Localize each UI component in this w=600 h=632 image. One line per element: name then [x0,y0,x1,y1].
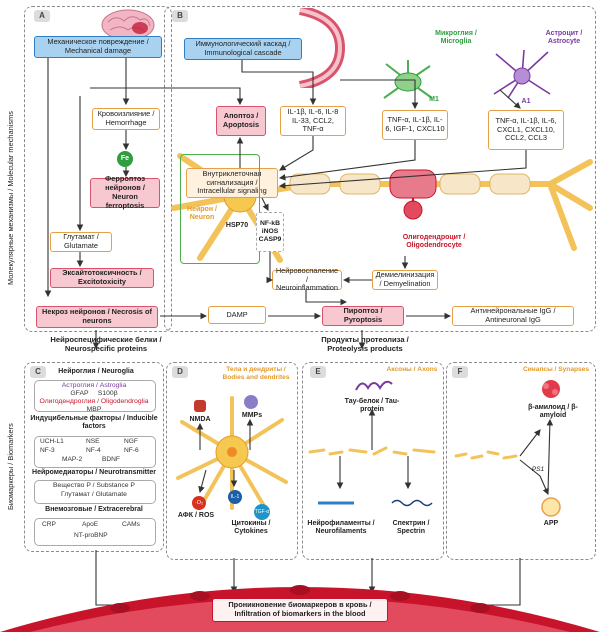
oligodendroglia-label: Олигодендроглия / Oligodendroglia [39,398,149,405]
neuroglia-title: Нейроглия / Neuroglia [58,368,134,375]
mmp-icon [244,395,258,409]
ros-label: АФК / ROS [177,512,215,519]
panel-c-label: C [30,366,46,378]
neurotransmitter-group [34,480,156,504]
inducible-title: Индуцибельные факторы / Inducible factor… [30,415,158,431]
axon-fragments-image [308,446,436,456]
necrosis-box: Некроз нейронов / Necrosis of neurons [36,306,158,328]
ind-item-ngf: NGF [124,438,138,445]
ind-item-nse: NSE [86,438,100,445]
immunological-cascade-box: Иммунологический каскад / Immunological … [184,38,302,60]
hsp70-label: HSP70 [225,222,249,229]
blood-infiltration-box: Проникновение биомаркеров в кровь / Infi… [212,598,388,622]
hemorrhage-box: Кровоизлияние / Hemorrhage [92,108,160,130]
astroglia-label: Астроглия / Astroglia [61,382,127,389]
apoptosis-box: Апоптоз / Apoptosis [216,106,266,136]
panel-e [302,362,444,560]
neuron-green-outline [180,154,260,264]
brain-image [101,9,155,41]
panel-d [166,362,298,560]
neuron-label: Нейрон / Neuron [187,206,217,222]
spectrin-label: Спектрин / Spectrin [392,520,430,536]
ind-item-bdnf: BDNF [102,456,120,463]
panel-a-label: A [34,10,50,22]
oligodendroglia-items: MBP [86,406,102,413]
ext-item-apoe: ApoE [82,521,99,528]
neuroinflammation-box: Нейровоспаление / Neuroinflammation [272,266,342,292]
connector-arrows-top [44,58,527,350]
panel-f [446,362,596,560]
ind-item-map2: MAP-2 [62,456,83,463]
glutamate-box: Глутамат / Glutamate [50,232,112,252]
extracerebral-title: Внемозговые / Extracerebral [45,506,143,513]
synapse-fragments-image [454,450,518,460]
axons-label: Аксоны / Axons [386,366,438,373]
panel-c [24,362,164,552]
panel-b-label: B [172,10,188,22]
o2-icon: ·O₂ [192,496,206,510]
pyroptosis-box: Пироптоз / Pyroptosis [322,306,404,326]
antineuronal-igg-box: Антинейрональные IgG / Antineuronal IgG [452,306,574,326]
neuron-body-image [176,396,288,510]
cytokines-box-3: TNF-α, IL-1β, IL-6, CXCL1, CXCL10, CCL2,… [488,110,564,150]
damp-box: DAMP [208,306,266,324]
ext-item-crp: CRP [42,521,56,528]
ind-item-nf4: NF-4 [86,447,101,454]
microglia-label: Микроглия / Microglia [435,30,477,46]
oligodendrocyte-label: Олигодендроцит / Oligodendrocyte [402,234,466,250]
intracellular-signaling-box: Внутриклеточная сигнализация / Intracell… [186,168,278,198]
app-label: APP [543,520,559,527]
il1-icon: IL-1 [228,490,242,504]
neurotransmitter-title: Нейромедиаторы / Neurotransmitter [32,469,156,476]
ind-item-nf6: NF-6 [124,447,139,454]
ind-item-uchl1: UCH-L1 [40,438,64,445]
astroglia-items: GFAP S100β [70,390,118,397]
astrocyte-image [493,49,551,99]
excitotoxicity-box: Эксайтотоксичность / Excitotoxicity [50,268,154,288]
nmda-label: NMDA [189,416,211,423]
mmp-label: MMPs [241,412,263,419]
tau-image [355,380,393,391]
bodies-dendrites-label: Тела и дендриты / Bodies and dendrites [222,366,290,381]
panel-d-label: D [172,366,188,378]
amyloid-image [542,380,560,398]
glutamate-item: Глутамат / Glutamate [61,491,127,498]
app-image [541,497,561,517]
synapses-label: Синапсы / Synapses [522,366,590,373]
tgfa-icon: TGF-α [254,504,270,520]
ps1-label: PS1 [531,466,545,473]
ind-item-nf3: NF-3 [40,447,55,454]
ext-item-cams: CAMs [122,521,140,528]
amyloid-label: β-амилоид / β-amyloid [528,404,578,420]
neurofilaments-label: Нейрофиламенты / Neurofilaments [307,520,375,536]
neuroglia-group [34,380,156,412]
proteolysis-products-header: Продукты протеолиза / Proteolysis produc… [321,335,409,354]
vessel-image [298,8,346,88]
neurofilament-image [318,501,354,505]
cytokines-box-1: IL-1β, IL-6, IL-8 IL-33, CCL2, TNF-α [280,106,346,136]
panel-a [24,6,172,332]
spectrin-image [391,499,433,507]
cytokines-box-2: TNF-α, IL-1β, IL-6, IGF-1, CXCL10 [382,110,448,140]
nfkb-inos-casp9-box: NF-kB iNOS CASP9 [256,212,284,252]
panel-f-label: F [452,366,468,378]
ext-item-ntprobnp: NT-proBNP [74,532,108,539]
extracerebral-group [34,518,156,546]
inducible-group [34,436,156,468]
cytokines-label: Цитокины / Cytokines [231,520,271,536]
a1-label: A1 [521,98,531,105]
m1-label: M1 [429,96,439,103]
neuron-ferroptosis-box: Ферроптоз нейронов / Neuron ferroptosis [90,174,160,210]
substance-p-item: Вещество P / Substance P [53,482,135,489]
demyelination-box: Демиелинизация / Demyelination [372,270,438,290]
nmda-icon [194,400,206,412]
neurospecific-proteins-header: Нейроспецифические белки / Neurospecific… [50,335,162,354]
panel-e-label: E [310,366,326,378]
astrocyte-label: Астроцит / Astrocyte [545,30,583,46]
mechanical-damage-box: Механическое повреждение / Mechanical da… [34,36,162,58]
fe-icon: Fe [117,151,133,167]
panel-b [164,6,596,332]
